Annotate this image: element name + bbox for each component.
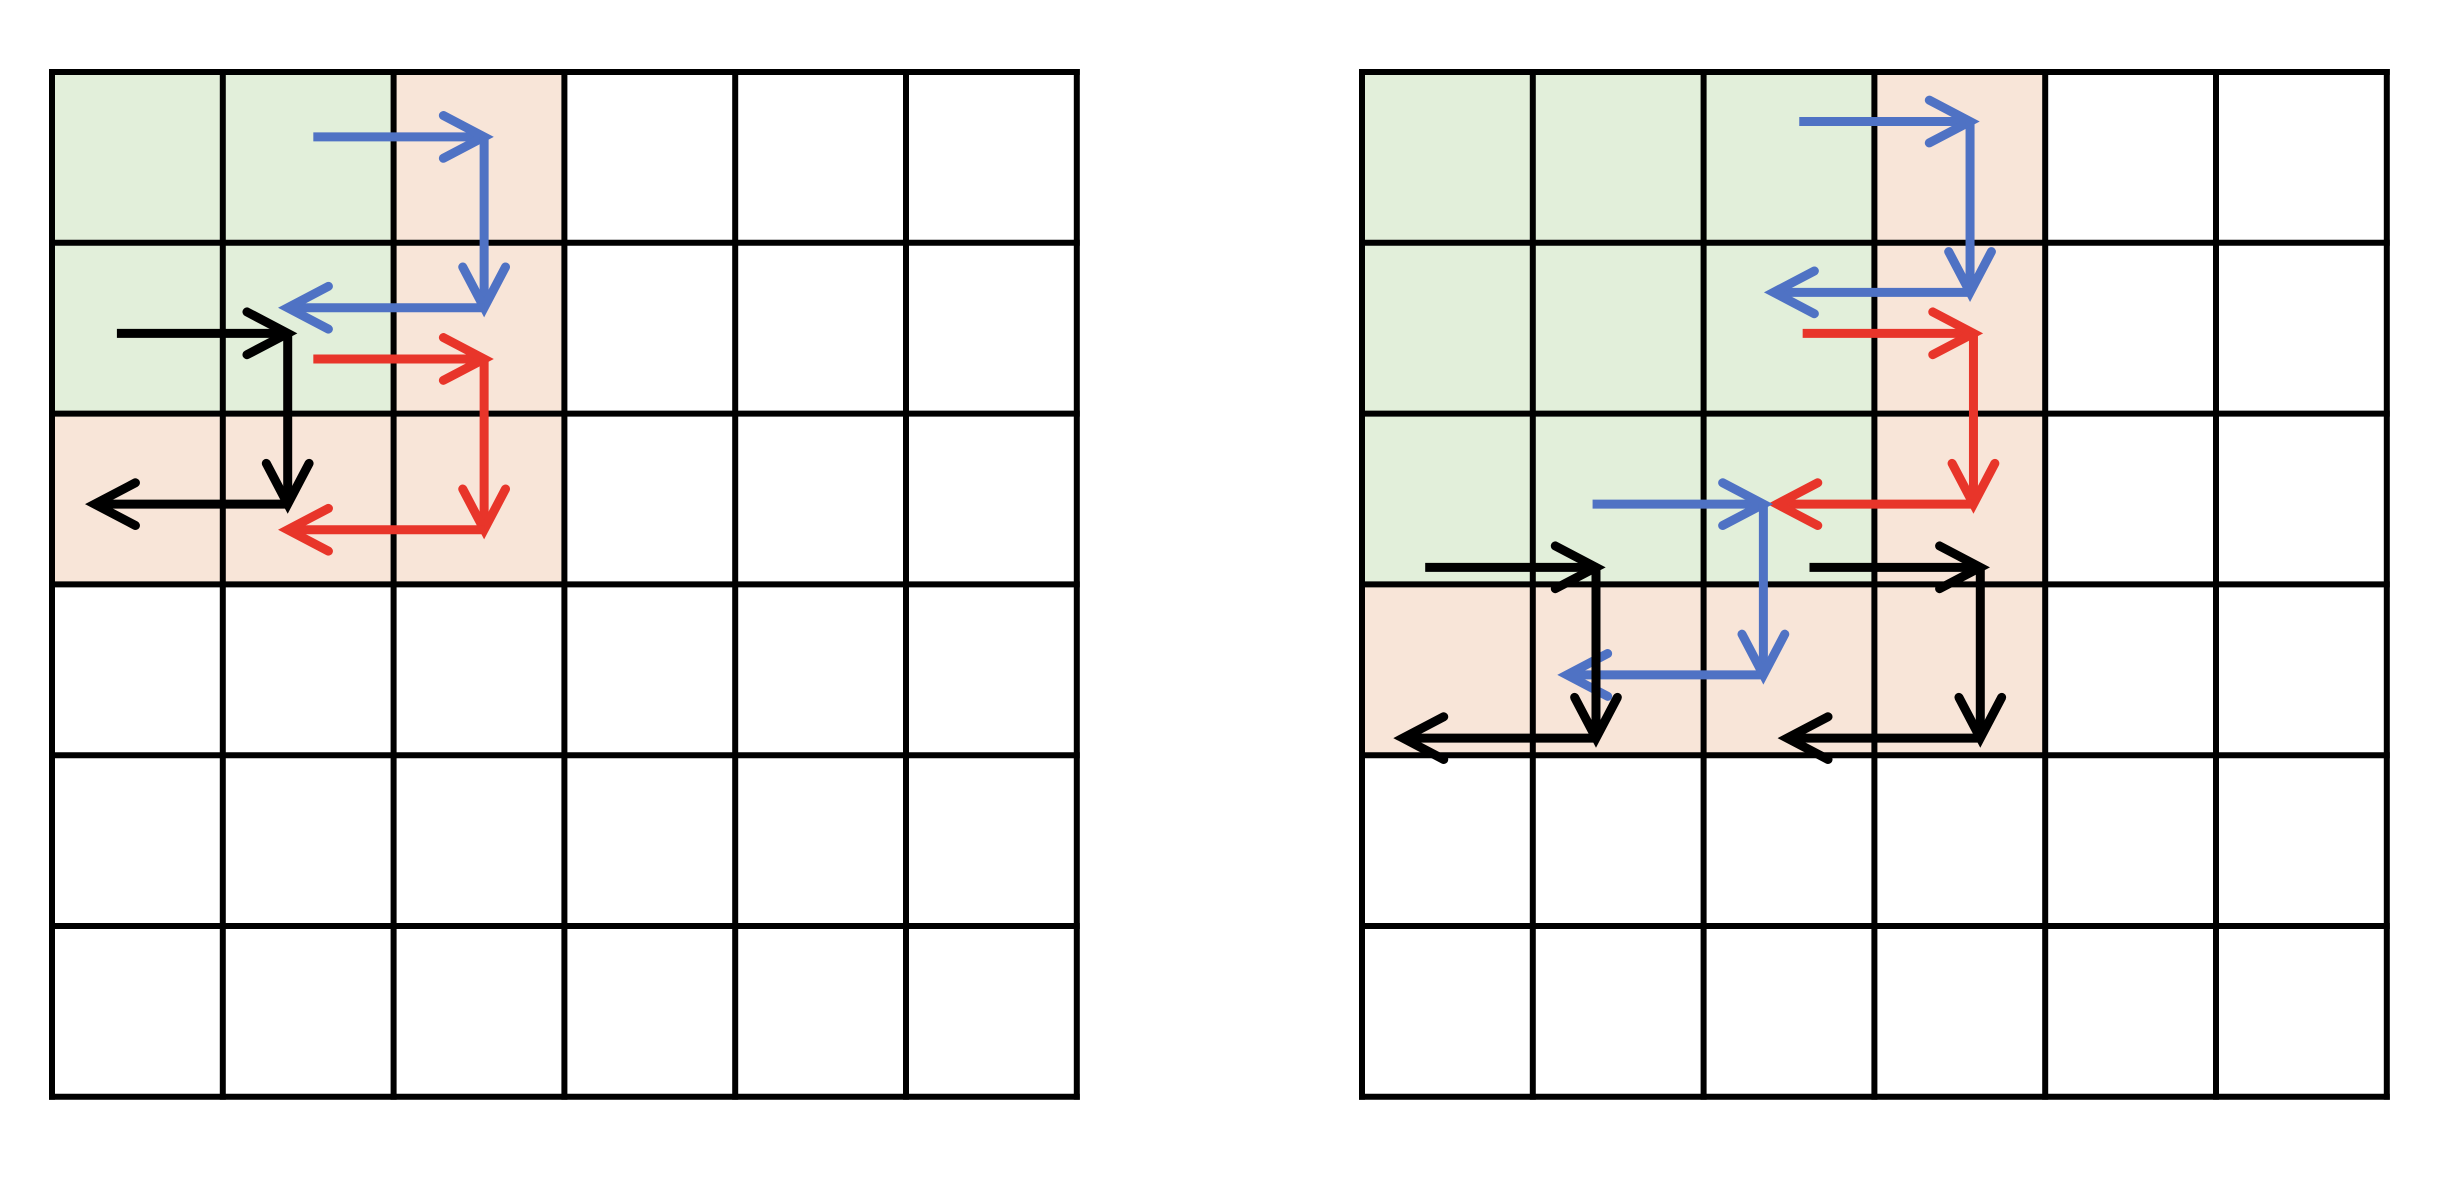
orange-cell [393,242,565,414]
arrow-black-path [85,307,314,531]
arrowhead-icon [85,478,140,531]
arrow-red-path [278,333,511,556]
arrowhead-icon [1767,478,1823,531]
orange-cell [1532,584,1704,756]
green-cell [1703,242,1875,414]
green-cell [222,242,394,414]
arrowhead-icon [1777,712,1833,764]
orange-cell [1703,584,1875,756]
arrow-black-path [1393,541,1622,764]
green-cell [52,242,223,414]
arrow-blue-path [278,111,511,334]
orange-cell [393,72,565,243]
green-cell [222,72,394,243]
orange-cell [52,413,223,585]
green-cell [1362,242,1533,414]
green-cell [1362,413,1533,585]
arrowhead-icon [278,503,333,556]
arrowhead-icon [1763,266,1819,319]
arrow-blue-path [1763,95,1996,319]
left-grid [49,69,1080,1100]
green-cell [52,72,223,243]
arrow-red-path [1767,307,2000,531]
orange-cell [1362,584,1533,756]
green-cell [1532,72,1704,243]
green-cell [1532,242,1704,414]
orange-cell [222,413,394,585]
orange-cell [393,413,565,585]
green-cell [1532,413,1704,585]
arrowhead-icon [1393,712,1449,764]
orange-cell [1874,584,2046,756]
arrowhead-icon [278,281,333,334]
orange-cell [1874,72,2046,243]
arrow-black-path [1777,541,2007,764]
green-cell [1703,72,1875,243]
green-cell [1362,72,1533,243]
right-grid [1359,69,2390,1100]
